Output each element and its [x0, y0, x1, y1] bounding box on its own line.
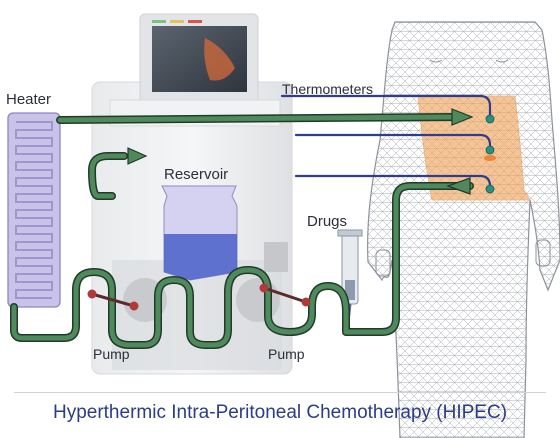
heater	[7, 112, 61, 308]
diagram-caption: Hyperthermic Intra-Peritoneal Chemothera…	[52, 402, 508, 423]
reservoir-label: Reservoir	[164, 166, 229, 183]
inflow-arrowhead	[446, 177, 471, 195]
navel	[484, 155, 496, 161]
thermometers-label: Thermometers	[282, 81, 374, 97]
thermometer-tips	[485, 114, 495, 194]
reservoir-bag	[161, 185, 238, 281]
pump-rotor-left	[87, 289, 139, 311]
footer-divider	[14, 392, 546, 393]
pump-rotor-right	[259, 283, 311, 307]
tubing-circuit	[10, 113, 474, 349]
outflow-arrowhead	[451, 108, 474, 126]
heater-label: Heater	[6, 91, 52, 108]
thermometer-probes	[280, 94, 492, 188]
pump-right-label: Pump	[268, 346, 305, 362]
syringe	[337, 229, 363, 323]
drugs-label: Drugs	[307, 213, 348, 230]
machine-screen	[152, 26, 247, 92]
return-arrowhead	[127, 147, 148, 165]
pump-left-label: Pump	[93, 346, 130, 362]
